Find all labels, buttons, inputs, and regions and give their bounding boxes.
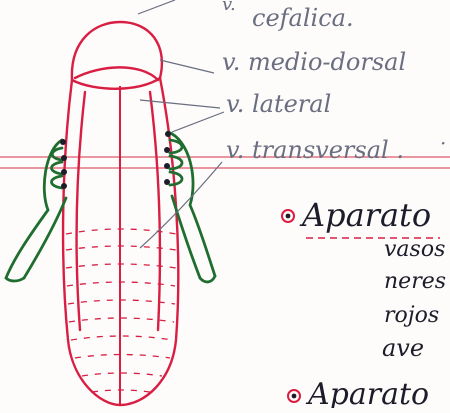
note-line-4: ave [382,334,424,362]
note-aparato-1: Aparato [299,196,431,234]
label-cefalica: cefalica. [252,4,354,32]
bullet-aparato-2 [288,390,300,402]
note-line-1: vasos [384,237,445,262]
label-transversal: v. transversal . [226,136,404,164]
note-aparato-2: Aparato [305,377,429,408]
label-right-dot: · [440,131,446,155]
label-lateral: v. lateral [226,90,331,118]
label-partial-top: v. [222,0,236,15]
bullet-aparato-1 [282,210,294,222]
label-medio-dorsal: v. medio-dorsal [222,48,406,76]
note-line-2: neres [384,269,446,294]
note-line-3: rojos [384,303,439,328]
left-appendage [6,140,66,281]
right-appendage [168,132,215,282]
leader-lines [138,0,224,248]
